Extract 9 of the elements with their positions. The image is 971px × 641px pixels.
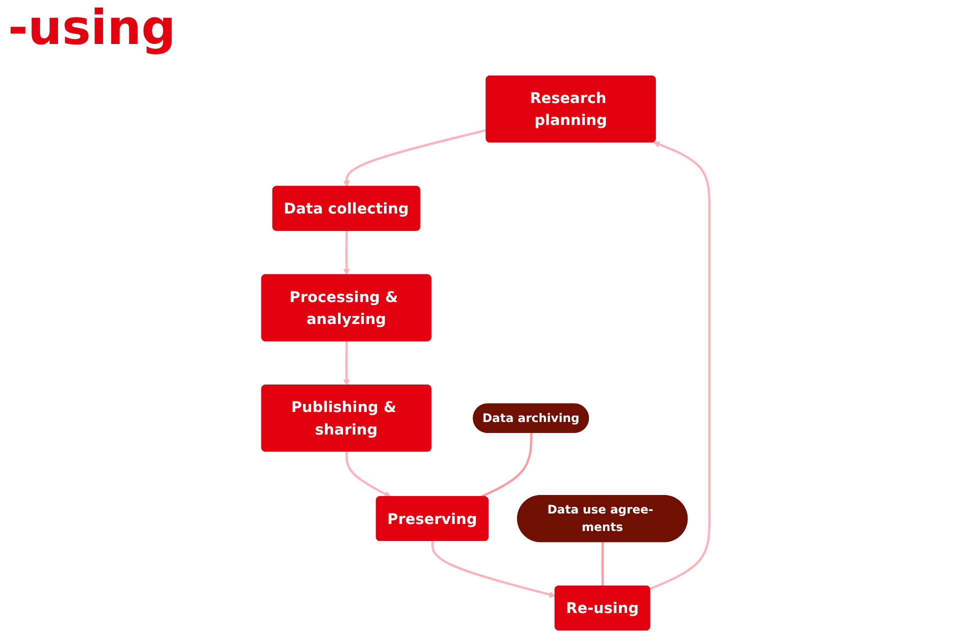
arrow xyxy=(343,341,350,386)
arrow xyxy=(431,541,556,598)
arrow xyxy=(343,129,487,187)
title: -using xyxy=(8,0,176,56)
connector xyxy=(601,542,604,586)
arrow xyxy=(650,141,710,590)
arrow xyxy=(345,452,391,498)
connector xyxy=(480,432,532,498)
arrow xyxy=(343,230,350,276)
